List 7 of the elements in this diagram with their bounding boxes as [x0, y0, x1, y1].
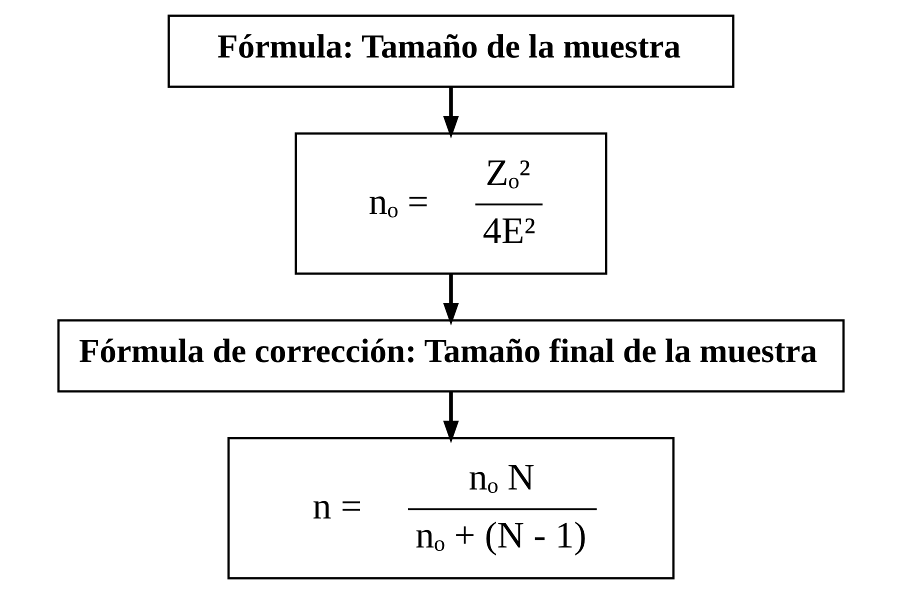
- node-box: Fórmula de corrección: Tamaño final de la muestra: [57, 319, 845, 393]
- arrow: [443, 86, 459, 139]
- arrow: [443, 274, 459, 326]
- arrow: [443, 391, 459, 444]
- node-box: nₒ = Zₒ² 4E²: [294, 132, 608, 275]
- node-box: Fórmula: Tamaño de la muestra: [168, 14, 734, 88]
- node-box: n = nₒ N nₒ + (N - 1): [227, 437, 675, 580]
